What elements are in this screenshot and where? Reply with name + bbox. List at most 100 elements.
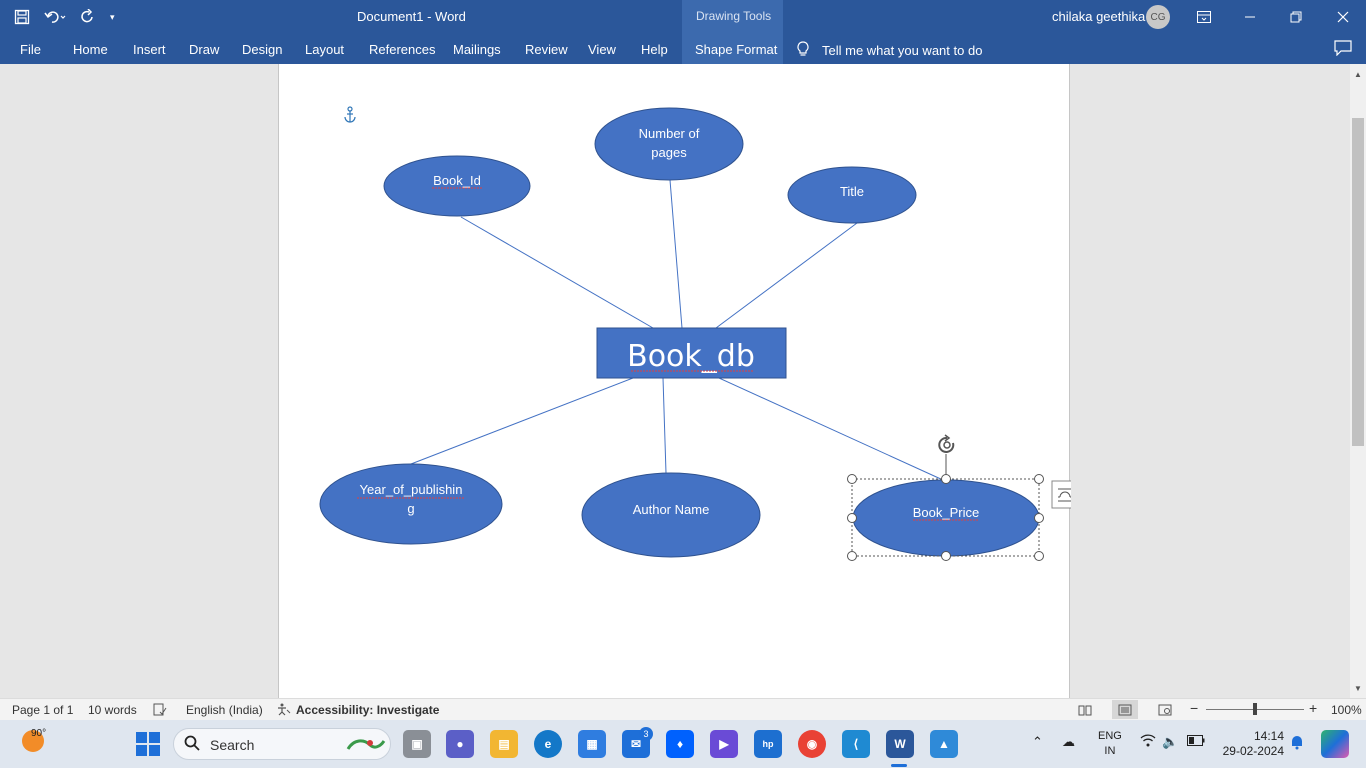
copilot-icon[interactable] bbox=[1321, 730, 1349, 758]
page-count[interactable]: Page 1 of 1 bbox=[12, 703, 74, 717]
accessibility-icon[interactable] bbox=[277, 703, 291, 719]
close-icon[interactable] bbox=[1320, 0, 1366, 34]
tab-insert[interactable]: Insert bbox=[133, 42, 166, 57]
zoom-level[interactable]: 100% bbox=[1331, 703, 1362, 717]
entity-rect-book-db[interactable] bbox=[596, 327, 787, 379]
word-count[interactable]: 10 words bbox=[88, 703, 137, 717]
windows-start-icon[interactable] bbox=[136, 732, 160, 756]
show-hidden-icons-icon[interactable]: ⌃ bbox=[1032, 734, 1043, 749]
tab-shape-format-label: Shape Format bbox=[695, 42, 778, 57]
resize-handle-top-left[interactable] bbox=[847, 474, 857, 484]
er-diagram: Book_db Book_Id Number of pages Title Ye… bbox=[319, 106, 1071, 561]
resize-handle-bottom-left[interactable] bbox=[847, 551, 857, 561]
comments-icon[interactable] bbox=[1334, 40, 1352, 59]
tab-references[interactable]: References bbox=[369, 42, 436, 57]
tab-mailings[interactable]: Mailings bbox=[453, 42, 501, 57]
search-icon bbox=[184, 735, 200, 756]
file-explorer-icon[interactable]: ▤ bbox=[490, 730, 518, 758]
tab-layout[interactable]: Layout bbox=[305, 42, 345, 57]
resize-handle-bottom-right[interactable] bbox=[1034, 551, 1044, 561]
tab-design[interactable]: Design bbox=[242, 42, 283, 57]
scroll-down-icon[interactable]: ▼ bbox=[1354, 683, 1362, 693]
attribute-book-id[interactable] bbox=[383, 155, 531, 217]
notifications-icon[interactable] bbox=[1290, 734, 1304, 753]
chrome-icon[interactable]: ◉ bbox=[798, 730, 826, 758]
weather-icon[interactable] bbox=[22, 730, 44, 752]
photos-icon[interactable]: ▲ bbox=[930, 730, 958, 758]
store-icon[interactable]: ▦ bbox=[578, 730, 606, 758]
scroll-up-icon[interactable]: ▲ bbox=[1354, 69, 1362, 79]
scrollbar-thumb[interactable] bbox=[1352, 118, 1364, 446]
attribute-year-of-publishing[interactable] bbox=[319, 463, 503, 545]
save-icon[interactable] bbox=[14, 9, 30, 25]
contextual-group-label: Drawing Tools bbox=[696, 9, 772, 23]
dropbox-icon[interactable]: ♦ bbox=[666, 730, 694, 758]
avatar[interactable]: CG bbox=[1146, 5, 1170, 29]
active-app-indicator bbox=[891, 764, 907, 767]
tell-me-search[interactable]: Tell me what you want to do bbox=[796, 41, 982, 60]
customize-qat-icon[interactable]: ▾ bbox=[110, 11, 115, 22]
input-language[interactable]: ENG IN bbox=[1098, 729, 1122, 759]
restore-icon[interactable] bbox=[1273, 0, 1319, 34]
edge-icon[interactable]: e bbox=[534, 730, 562, 758]
tab-file[interactable]: File bbox=[20, 42, 41, 57]
status-bar: Page 1 of 1 10 words English (India) Acc… bbox=[0, 698, 1366, 720]
tell-me-label: Tell me what you want to do bbox=[822, 43, 983, 58]
tab-shape-format[interactable]: Shape Format bbox=[682, 34, 783, 64]
proofing-icon[interactable] bbox=[153, 703, 167, 719]
myhp-icon[interactable]: hp bbox=[754, 730, 782, 758]
zoom-slider-thumb[interactable] bbox=[1253, 703, 1257, 715]
connector-author bbox=[662, 377, 667, 474]
clock-time: 14:14 bbox=[1253, 729, 1284, 743]
rotate-handle-icon[interactable] bbox=[938, 434, 955, 453]
ribbon-display-options-icon[interactable] bbox=[1181, 0, 1227, 34]
zoom-in-icon[interactable]: + bbox=[1309, 700, 1318, 716]
resize-handle-top-right[interactable] bbox=[1034, 474, 1044, 484]
document-title: Document1 - Word bbox=[357, 9, 466, 24]
tab-home[interactable]: Home bbox=[73, 42, 108, 57]
vscode-icon[interactable]: ⟨ bbox=[842, 730, 870, 758]
taskbar-search[interactable]: Search bbox=[173, 728, 391, 760]
layout-options-icon[interactable] bbox=[1051, 480, 1071, 509]
zoom-out-icon[interactable]: − bbox=[1190, 700, 1199, 716]
onedrive-icon[interactable]: ☁ bbox=[1062, 734, 1075, 749]
resize-handle-bottom[interactable] bbox=[941, 551, 951, 561]
resize-handle-top[interactable] bbox=[941, 474, 951, 484]
anchor-icon bbox=[344, 106, 356, 123]
quick-access-toolbar: ▾ bbox=[14, 0, 115, 34]
task-view-icon[interactable]: ▣ bbox=[403, 730, 431, 758]
contextual-group-drawing-tools: Drawing Tools bbox=[682, 0, 783, 34]
resize-handle-right[interactable] bbox=[1034, 513, 1044, 523]
print-layout-icon[interactable] bbox=[1112, 700, 1138, 719]
attribute-year-line1: Year_of_publishin bbox=[360, 482, 463, 497]
attribute-author-name[interactable] bbox=[581, 472, 761, 558]
undo-icon[interactable] bbox=[44, 9, 66, 25]
read-mode-icon[interactable] bbox=[1072, 700, 1098, 719]
document-page[interactable]: Book_db Book_Id Number of pages Title Ye… bbox=[278, 64, 1071, 698]
vertical-scrollbar[interactable]: ▲ ▼ bbox=[1350, 64, 1366, 698]
language-status[interactable]: English (India) bbox=[186, 703, 263, 717]
redo-icon[interactable] bbox=[80, 9, 96, 25]
weather-temperature: 90° bbox=[31, 728, 47, 739]
taskbar: 90° Search ▣ ● ▤ e ▦ ✉ 3 ♦ ▶ hp ◉ ⟨ W ▲ … bbox=[0, 720, 1366, 768]
tab-view[interactable]: View bbox=[588, 42, 616, 57]
attribute-number-of-pages[interactable] bbox=[594, 107, 744, 181]
connector-book-id bbox=[460, 216, 654, 329]
user-name[interactable]: chilaka geethika bbox=[1052, 9, 1146, 24]
accessibility-status[interactable]: Accessibility: Investigate bbox=[296, 703, 440, 717]
volume-icon[interactable]: 🔈 bbox=[1162, 734, 1179, 749]
attribute-title[interactable] bbox=[787, 166, 917, 224]
minimize-icon[interactable] bbox=[1227, 0, 1273, 34]
system-clock[interactable]: 14:14 29-02-2024 bbox=[1220, 729, 1284, 759]
video-editor-icon[interactable]: ▶ bbox=[710, 730, 738, 758]
resize-handle-left[interactable] bbox=[847, 513, 857, 523]
tab-draw[interactable]: Draw bbox=[189, 42, 220, 57]
battery-icon[interactable] bbox=[1187, 734, 1205, 749]
web-layout-icon[interactable] bbox=[1152, 700, 1178, 719]
tab-review[interactable]: Review bbox=[525, 42, 568, 57]
wifi-icon[interactable] bbox=[1140, 734, 1156, 750]
attribute-author-label: Author Name bbox=[633, 502, 710, 517]
tab-help[interactable]: Help bbox=[641, 42, 668, 57]
word-icon[interactable]: W bbox=[886, 730, 914, 758]
chat-icon[interactable]: ● bbox=[446, 730, 474, 758]
